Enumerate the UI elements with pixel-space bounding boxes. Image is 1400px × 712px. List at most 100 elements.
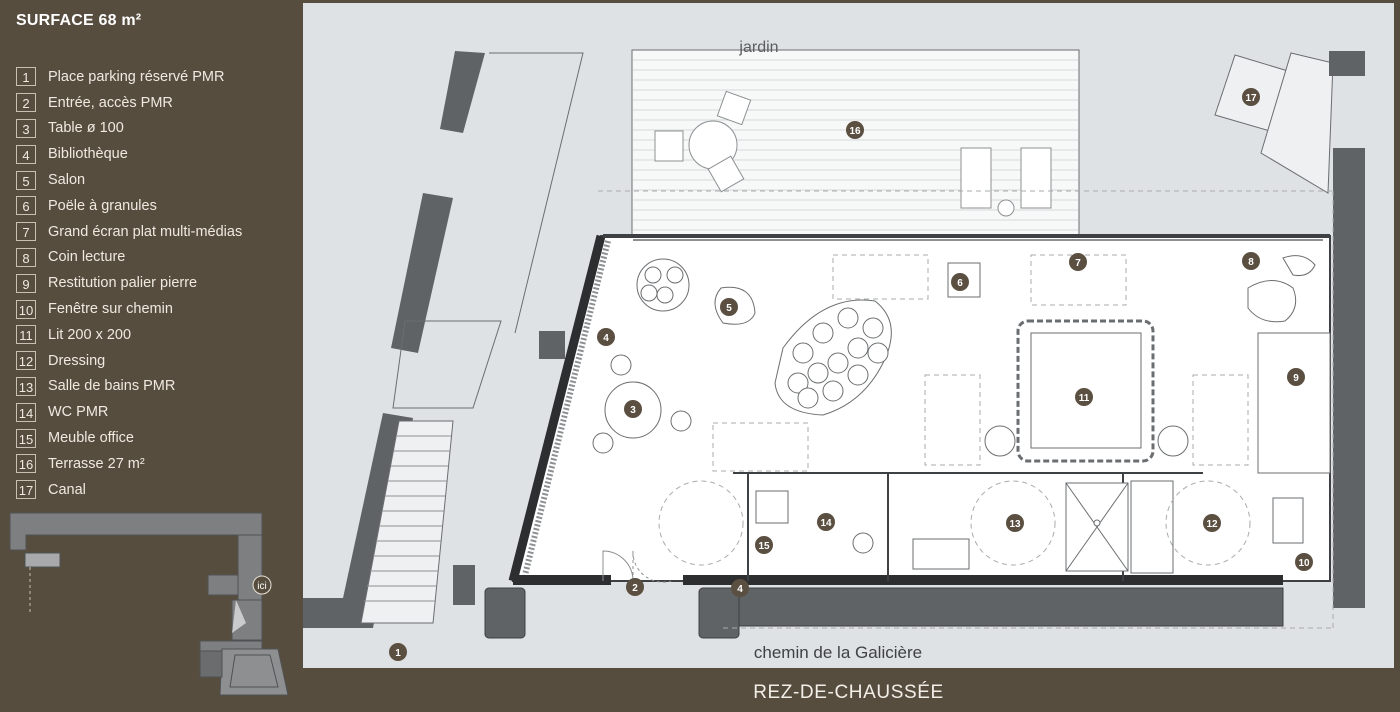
keymap-roof — [219, 648, 289, 696]
keymap-roof-light — [232, 600, 246, 633]
plan-marker-label: 8 — [1248, 257, 1254, 268]
plan-marker-16: 16 — [846, 121, 864, 139]
plan-marker-label: 1 — [395, 648, 401, 659]
plan-marker-label: 16 — [849, 126, 861, 137]
west-wall — [508, 234, 606, 583]
legend-item: 2 Entrée, accès PMR — [16, 90, 242, 116]
legend-label: Canal — [48, 481, 86, 498]
plan-marker-6: 6 — [951, 273, 969, 291]
legend-number: 15 — [16, 428, 36, 448]
plan-marker-15: 15 — [755, 536, 773, 554]
canal — [1214, 52, 1334, 194]
plan-marker-9: 9 — [1287, 368, 1305, 386]
keymap-building-annex — [207, 574, 239, 596]
legend-label: Coin lecture — [48, 249, 126, 266]
legend-item: 12 Dressing — [16, 348, 242, 374]
legend-item: 13 Salle de bains PMR — [16, 374, 242, 400]
street-label: chemin de la Galicière — [754, 643, 922, 662]
plan-marker-5: 5 — [720, 298, 738, 316]
legend-number: 14 — [16, 402, 36, 422]
plan-marker-label: 4 — [737, 584, 743, 595]
legend-number: 11 — [16, 325, 36, 345]
reading-armchair — [1247, 255, 1316, 323]
legend-label: Salle de bains PMR — [48, 378, 176, 395]
plan-marker-label: 11 — [1079, 393, 1090, 404]
keymap-building-main — [9, 512, 263, 551]
plan-marker-14: 14 — [817, 513, 835, 531]
legend-number: 3 — [16, 118, 36, 138]
legend-item: 17 Canal — [16, 477, 242, 503]
plan-marker-1: 1 — [389, 643, 407, 661]
legend-number: 1 — [16, 67, 36, 87]
lounge-seating — [636, 258, 756, 325]
planter-left — [484, 587, 526, 639]
legend-label: Meuble office — [48, 430, 134, 447]
legend-number: 2 — [16, 93, 36, 113]
plan-marker-label: 4 — [603, 333, 609, 344]
legend-label: Dressing — [48, 352, 106, 369]
surface-title: SURFACE 68 m² — [16, 12, 142, 29]
legend-number: 10 — [16, 299, 36, 319]
terrace-table-set — [654, 90, 752, 193]
legend-label: Entrée, accès PMR — [48, 94, 173, 111]
legend-label: Lit 200 x 200 — [48, 326, 132, 343]
plan-marker-10: 10 — [1295, 553, 1313, 571]
legend-item: 9 Restitution palier pierre — [16, 270, 242, 296]
garden-label: jardin — [738, 39, 778, 56]
plan-marker-label: 17 — [1245, 93, 1257, 104]
plan-marker-8: 8 — [1242, 252, 1260, 270]
deck-chairs — [960, 147, 1052, 217]
legend-number: 6 — [16, 196, 36, 216]
legend-label: Table ø 100 — [48, 120, 124, 137]
plan-marker-17: 17 — [1242, 88, 1260, 106]
plan-marker-label: 3 — [630, 405, 636, 416]
plan-marker-label: 2 — [632, 583, 638, 594]
legend-item: 16 Terrasse 27 m² — [16, 451, 242, 477]
plan-marker-label: 9 — [1293, 373, 1299, 384]
legend-item: 3 Table ø 100 — [16, 116, 242, 142]
keymap-roof-ridge — [229, 654, 279, 688]
circulation-zones — [598, 190, 1334, 629]
legend-number: 4 — [16, 144, 36, 164]
plan-marker-2: 2 — [626, 578, 644, 596]
location-key-map: ici — [9, 512, 289, 696]
plan-marker-4b: 4 — [731, 579, 749, 597]
legend-number: 12 — [16, 351, 36, 371]
legend-number: 9 — [16, 273, 36, 293]
legend-item: 15 Meuble office — [16, 425, 242, 451]
plan-marker-label: 7 — [1075, 258, 1081, 269]
legend-label: Terrasse 27 m² — [48, 455, 145, 472]
plan-marker-label: 13 — [1009, 519, 1021, 530]
boundary-walls — [303, 51, 1365, 628]
legend-label: WC PMR — [48, 404, 109, 421]
legend-number: 5 — [16, 170, 36, 190]
plan-marker-11: 11 — [1075, 388, 1093, 406]
legend-label: Bibliothèque — [48, 146, 128, 163]
legend-number: 7 — [16, 222, 36, 242]
legend-number: 16 — [16, 454, 36, 474]
plan-marker-label: 6 — [957, 278, 963, 289]
planter-right — [698, 587, 740, 639]
legend-label: Fenêtre sur chemin — [48, 301, 173, 318]
legend-item: 4 Bibliothèque — [16, 141, 242, 167]
legend-number: 13 — [16, 376, 36, 396]
bookshelf-wall — [522, 240, 611, 576]
sofa — [774, 299, 892, 416]
south-wall-left — [513, 575, 611, 585]
floor-plan: jardin — [303, 39, 1365, 662]
keymap-here-marker — [252, 575, 272, 595]
keymap-here-label: ici — [257, 581, 266, 592]
plan-marker-7: 7 — [1069, 253, 1087, 271]
legend-number: 17 — [16, 480, 36, 500]
legend-label: Restitution palier pierre — [48, 275, 198, 292]
neighbor-outline — [489, 52, 584, 334]
stone-landing — [1257, 332, 1331, 474]
south-wall-right — [683, 575, 1283, 585]
